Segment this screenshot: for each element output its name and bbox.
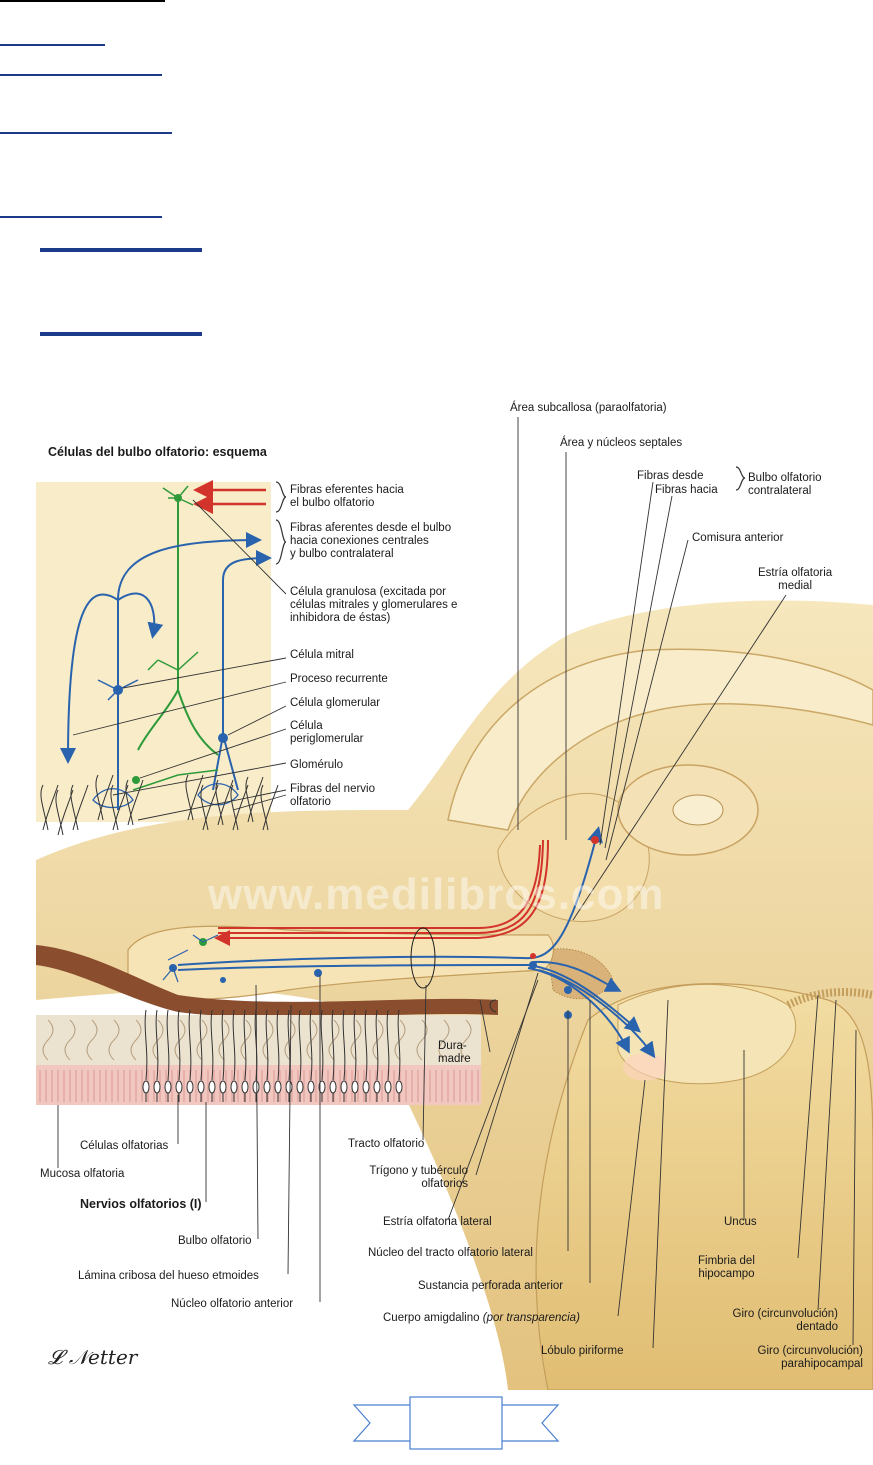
netter-signature: 𝓛 𝒩etter [48, 1345, 138, 1369]
anterior-nucleus-dot [314, 969, 322, 977]
label-comisura-anterior: Comisura anterior [692, 532, 784, 544]
label-glomerulo: Glomérulo [290, 759, 344, 771]
figure-title: Células del bulbo olfatorio: esquema [48, 445, 267, 459]
septal-area [497, 792, 650, 922]
label-dura-madre: Dura-madre [438, 1040, 471, 1065]
page-banner [352, 1396, 560, 1450]
heading-rule-4 [0, 216, 162, 218]
heading-rule-black [0, 0, 165, 2]
label-lamina-cribosa: Lámina cribosa del hueso etmoides [78, 1270, 259, 1282]
heading-rule-6 [40, 332, 202, 336]
amygdala [623, 1053, 667, 1081]
label-celula-glomerular: Célula glomerular [290, 697, 381, 709]
anatomy-illustration [36, 417, 873, 1390]
glomerular-soma [218, 733, 228, 743]
label-bulbo-olfatorio: Bulbo olfatorio [178, 1235, 252, 1247]
label-mucosa-olfatoria: Mucosa olfatoria [40, 1168, 125, 1180]
label-tracto-olfatorio: Tracto olfatorio [348, 1138, 425, 1150]
olfactory-figure: www.medilibros.com Células del bulbo olf… [28, 390, 873, 1390]
heading-rule-1 [0, 44, 105, 46]
mamillary [672, 794, 724, 826]
label-sustancia-perforada: Sustancia perforada anterior [418, 1280, 564, 1292]
label-giro-parahipocampal: Giro (circunvolución)parahipocampal [757, 1345, 863, 1370]
heading-rule-2 [0, 74, 162, 76]
heading-rule-5 [40, 248, 202, 252]
label-area-subcallosa: Área subcallosa (paraolfatoria) [510, 402, 667, 414]
cribriform-plate [36, 1015, 481, 1065]
label-area-septales: Área y núcleos septales [560, 437, 683, 449]
hippocampal-fimbria [786, 988, 873, 1009]
label-fibras-desde: Fibras desde [637, 470, 704, 482]
afferent-fibers [177, 826, 656, 1059]
granule-soma [174, 494, 182, 502]
inset-glomeruli [92, 783, 239, 809]
label-estria-lateral: Estría olfatoria lateral [383, 1216, 492, 1228]
temporal-lobe [535, 983, 873, 1390]
label-celula-mitral: Célula mitral [290, 649, 354, 661]
label-celulas-olfatorias: Células olfatorias [80, 1140, 169, 1152]
label-giro-dentado: Giro (circunvolución)dentado [732, 1308, 838, 1333]
mitral-soma [113, 685, 123, 695]
watermark: www.medilibros.com [208, 870, 665, 919]
label-fibras-hacia: Fibras hacia [655, 484, 718, 496]
tract-section [410, 927, 436, 989]
efferent-fibers [214, 839, 549, 946]
label-braces [275, 466, 746, 565]
label-cuerpo-amigdalino: Cuerpo amigdalino (por transparencia) [383, 1312, 580, 1324]
label-nucleo-anterior: Núcleo olfatorio anterior [171, 1298, 294, 1310]
label-lobulo-piriforme: Lóbulo piriforme [541, 1345, 624, 1357]
inset-efferent-arrows [193, 480, 266, 514]
label-nucleo-tracto: Núcleo del tracto olfatorio lateral [368, 1247, 533, 1259]
perforated-substance [547, 948, 614, 999]
inset-panel [36, 482, 271, 822]
banner-center [409, 1396, 503, 1450]
label-nervios-olfatorios: Nervios olfatorios (I) [80, 1197, 202, 1211]
dura-layer [36, 945, 498, 1018]
label-proceso-recurrente: Proceso recurrente [290, 673, 388, 685]
heading-rule-3 [0, 132, 172, 134]
cribriform-holes [42, 1019, 472, 1061]
periglomerular-soma [132, 776, 140, 784]
bulb-cells [162, 934, 226, 983]
inset-circuit [60, 485, 272, 810]
label-uncus: Uncus [724, 1216, 757, 1228]
